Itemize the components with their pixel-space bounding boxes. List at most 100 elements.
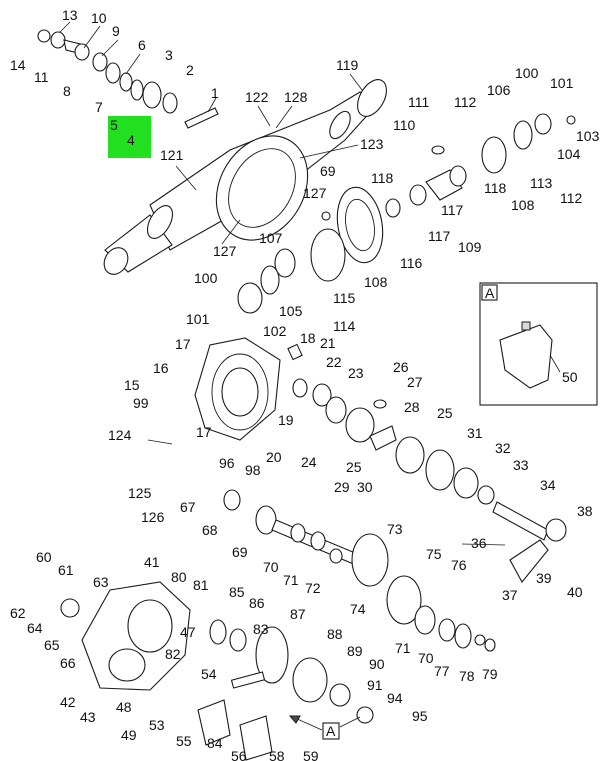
callout-31: 31 [467,425,483,441]
shaft-34 [492,501,549,541]
callout-71b: 71 [395,640,411,656]
callout-9: 9 [112,23,120,39]
callout-101b: 101 [186,311,210,327]
bearing-106 [513,120,533,150]
callout-56: 56 [231,748,247,761]
callout-18: 18 [300,330,316,346]
callout-20: 20 [266,449,282,465]
callout-116: 116 [400,255,423,271]
callout-62: 62 [10,605,26,621]
washer-33 [477,485,495,505]
callout-82: 82 [165,646,181,662]
carrier-housing [194,337,567,583]
callout-37: 37 [502,587,518,603]
callout-90: 90 [369,656,385,672]
callout-94: 94 [387,690,403,706]
bolt-103 [566,115,576,125]
nut-95 [356,706,374,724]
callout-23: 23 [348,365,364,381]
view-arrow: A [288,715,340,740]
callout-88: 88 [327,626,343,642]
callout-85: 85 [229,584,245,600]
callout-64: 64 [27,620,43,636]
callout-99: 99 [133,395,149,411]
callout-87: 87 [290,606,306,622]
filter-55 [197,699,231,746]
callout-55: 55 [176,733,192,749]
ring-86 [229,628,247,652]
callout-1: 1 [211,85,219,101]
callout-25a: 25 [437,405,453,421]
cup-105 [260,265,280,295]
callout-71a: 71 [283,572,299,588]
element-56 [239,715,273,761]
top-left-hub-parts [37,29,178,114]
highlight-box [108,116,151,158]
highlight-callout-box[interactable]: 5 4 [108,116,151,158]
callout-8: 8 [63,83,71,99]
callout-115: 115 [333,290,356,306]
callout-83: 83 [253,621,269,637]
callout-48: 48 [116,699,132,715]
ring-gear-69 [336,186,384,264]
callout-68: 68 [202,522,218,538]
callout-labels: 13 10 9 6 14 11 8 7 3 2 1 119 122 128 12… [10,7,600,761]
case-25 [395,436,425,474]
cage-74 [386,575,422,625]
side-gear-117 [409,184,427,206]
gear-77 [454,623,472,649]
gear-73 [351,533,389,587]
gear-85 [209,619,227,645]
part-13-washer [50,31,66,49]
washer-91 [329,683,351,707]
callout-11: 11 [34,69,49,85]
callout-2: 2 [186,62,194,78]
callout-124: 124 [108,427,132,443]
callout-26: 26 [393,359,409,375]
spider-28 [369,425,397,451]
callout-96: 96 [219,455,235,471]
ring-25 [345,407,375,443]
callout-118a: 118 [371,170,394,186]
callout-79: 79 [482,666,498,682]
callout-61: 61 [58,562,74,578]
detail-view-a: A 50 [479,282,598,406]
callout-107: 107 [259,230,283,246]
gear-23 [325,396,347,424]
callout-67: 67 [180,499,196,515]
callout-22: 22 [326,354,342,370]
callout-125: 125 [128,485,152,501]
callout-108a: 108 [511,197,535,213]
callout-106: 106 [487,82,511,98]
washer-118 [385,198,401,218]
callout-74: 74 [350,601,366,617]
callout-111: 111 [408,94,429,110]
callout-100b: 100 [194,270,218,286]
housing-banjo-flange [215,135,309,241]
callout-15: 15 [124,377,140,393]
callout-60: 60 [36,549,52,565]
view-arrow-label: A [326,723,336,739]
callout-39: 39 [536,570,552,586]
callout-104: 104 [557,146,581,162]
callout-113: 113 [530,175,553,191]
callout-100a: 100 [515,65,539,81]
part-2-seal [162,92,178,114]
callout-118b: 118 [484,180,507,196]
detail-callout-50: 50 [562,369,578,385]
callout-126: 126 [141,509,165,525]
callout-81: 81 [193,577,209,593]
bearing-71b [414,605,436,635]
callout-95: 95 [412,708,428,724]
callout-17a: 17 [175,336,191,352]
cup-104 [534,113,552,135]
callout-75: 75 [426,546,442,562]
callout-63: 63 [93,574,109,590]
callout-117a: 117 [441,202,464,218]
callout-77: 77 [434,663,450,679]
callout-84: 84 [207,735,223,751]
part-8-ring [92,52,108,72]
callout-21: 21 [320,335,336,351]
